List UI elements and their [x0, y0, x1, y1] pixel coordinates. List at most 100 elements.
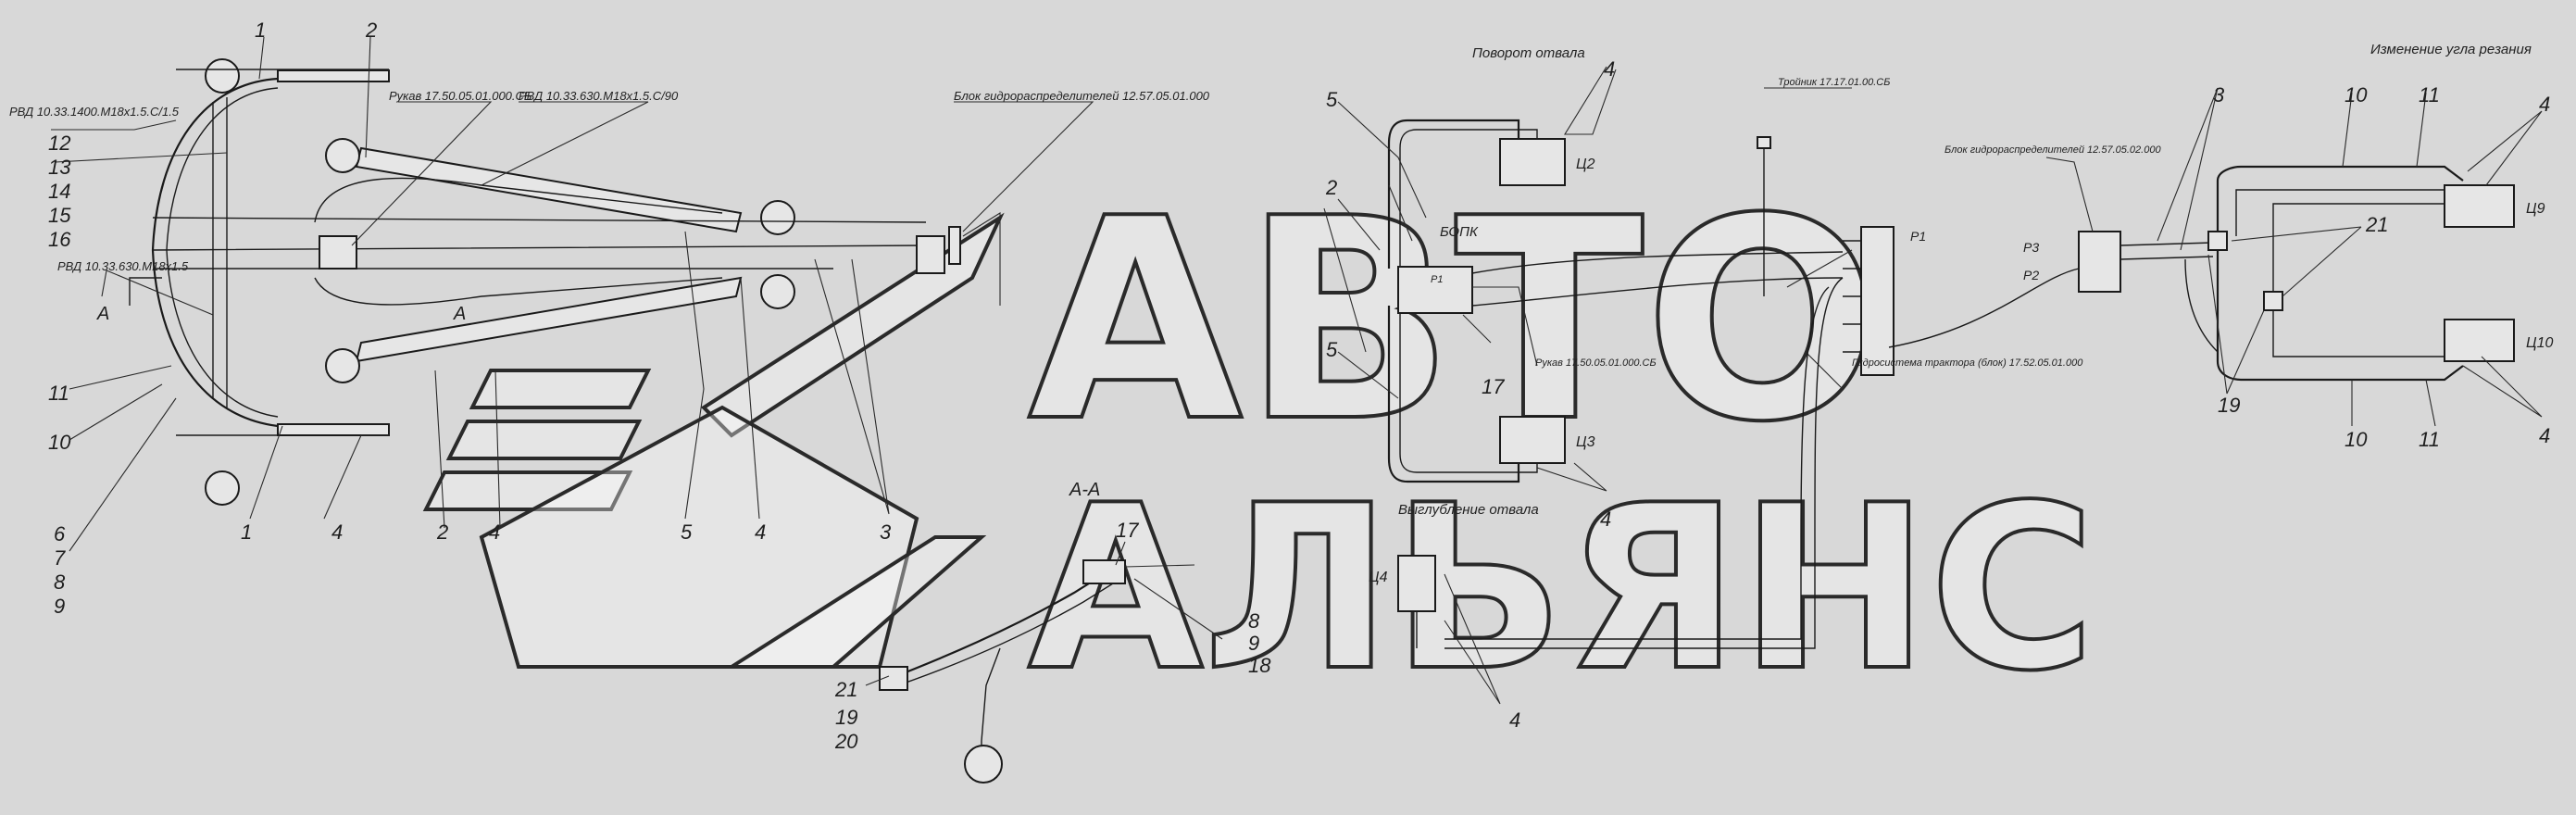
hose-upper: [314, 177, 723, 223]
watermark-line2: АЛЬЯНС: [1028, 457, 2095, 721]
label-c2: Ц2: [1576, 157, 1595, 172]
hydro-ports: [1843, 240, 1861, 353]
leader-line: [55, 152, 228, 163]
callout-15: 15: [48, 204, 71, 227]
cylinder-c3: [1499, 416, 1566, 464]
leader-line: [1564, 66, 1617, 135]
cylinder-eye: [760, 274, 795, 309]
leader-line: [1805, 351, 1844, 390]
callout-11c: 11: [2419, 428, 2440, 451]
leader-line: [51, 119, 177, 131]
bopk-block: [1397, 266, 1473, 314]
leader-line: [1133, 578, 1223, 640]
section-mark-line: [129, 277, 162, 306]
callout-7: 7: [54, 546, 66, 570]
leader-line: [1536, 462, 1607, 492]
callout-19: 19: [835, 706, 857, 729]
leader-line: [1444, 573, 1501, 705]
hose-right: [1888, 268, 2080, 348]
callout-2b: 2: [436, 520, 448, 544]
callout-5c: 5: [1326, 338, 1338, 361]
callout-4f: 4: [1509, 708, 1520, 732]
callout-4d: 4: [1604, 57, 1615, 81]
leader-line: [101, 270, 214, 316]
hose-right: [2120, 256, 2214, 260]
callout-18: 18: [1248, 654, 1271, 677]
leader-line: [481, 101, 649, 186]
cylinder-c9: [2444, 184, 2515, 228]
callout-4h: 4: [2539, 424, 2550, 447]
callout-21: 21: [834, 678, 857, 701]
leader-line: [365, 36, 371, 158]
block-distributor-right: [2078, 231, 2121, 293]
callout-4e: 4: [1600, 508, 1611, 531]
hose-c9-outer: [2216, 165, 2464, 232]
hose-main: [152, 217, 927, 270]
callout-10b: 10: [2345, 83, 2368, 107]
cylinder-eye: [325, 348, 360, 383]
leader-line: [2416, 92, 2427, 168]
label-rvd-left1: РВД 10.33.1400.М18х1.5.С/1.5: [9, 105, 180, 119]
hose-c2-outer: [1387, 119, 1520, 269]
leader-line: [1786, 249, 1853, 288]
callout-11: 11: [48, 382, 69, 405]
port-p3: Р3: [2023, 240, 2039, 255]
title-vyglublenie: Выглубление отвала: [1398, 502, 1539, 518]
leader-line: [2462, 356, 2543, 418]
block-distributor-part: [948, 226, 961, 265]
label-rukav-mid: Рукав 17.50.05.01.000.СБ: [1535, 357, 1657, 369]
leader-line: [2342, 92, 2353, 168]
block-distributor: [916, 235, 945, 274]
watermark-stripe: [469, 369, 652, 409]
label-rvd-left2: РВД 10.33.630.М18х1.5: [57, 259, 189, 273]
leader-line: [249, 425, 283, 520]
right-assembly: Изменение угла резания Р3 Р2 Блок гидрор…: [1888, 42, 2554, 451]
section-pipe: [883, 569, 1112, 683]
leader-line: [740, 277, 760, 520]
watermark-stripe: [445, 420, 643, 460]
watermark-stripe: [422, 470, 633, 511]
callout-8: 8: [54, 570, 66, 594]
leader-line: [1115, 541, 1126, 566]
tee-lower: [2263, 291, 2283, 311]
section-pipe-down: [981, 647, 1001, 759]
callout-8b: 8: [1248, 609, 1260, 633]
section-valve: [1082, 559, 1126, 584]
leader-line: [962, 212, 1001, 306]
callout-1b: 1: [241, 520, 252, 544]
leader-line: [1337, 101, 1427, 242]
section-pipe: [883, 578, 1121, 691]
callout-10c: 10: [2345, 428, 2368, 451]
valve-center: [319, 235, 357, 270]
hose-c4: [1444, 277, 1844, 649]
gauge: [964, 745, 1003, 784]
watermark-line1: АВТО: [1028, 159, 1881, 483]
callout-2c: 2: [1325, 176, 1337, 199]
label-c9: Ц9: [2526, 201, 2545, 217]
hose-right-aux: [2184, 258, 2219, 353]
bulb-bottom: [205, 470, 240, 506]
label-c4: Ц4: [1369, 570, 1388, 585]
leader-line: [1472, 286, 1538, 367]
leader-line: [865, 675, 890, 686]
hose-right: [2120, 242, 2214, 246]
callout-1: 1: [255, 19, 266, 42]
hose-to-tractor: [1471, 277, 1844, 307]
leader-line: [954, 101, 1094, 232]
callout-17b: 17: [1482, 375, 1505, 398]
callout-19b: 19: [2218, 394, 2240, 417]
tee-upper: [2207, 231, 2228, 251]
leader-line: [258, 36, 265, 80]
hose-c10-inner: [2272, 310, 2445, 357]
callout-13: 13: [48, 156, 71, 179]
rod-bottom: [277, 423, 390, 436]
leader-line: [69, 397, 177, 552]
tractor-hydro-block: [1860, 226, 1894, 376]
title-povorot: Поворот отвала: [1472, 45, 1585, 61]
leader-line: [2207, 254, 2265, 395]
cylinder-eye: [325, 138, 360, 173]
leader-line: [351, 101, 493, 246]
callout-21b: 21: [2365, 213, 2388, 236]
cylinder-c10: [2444, 319, 2515, 362]
